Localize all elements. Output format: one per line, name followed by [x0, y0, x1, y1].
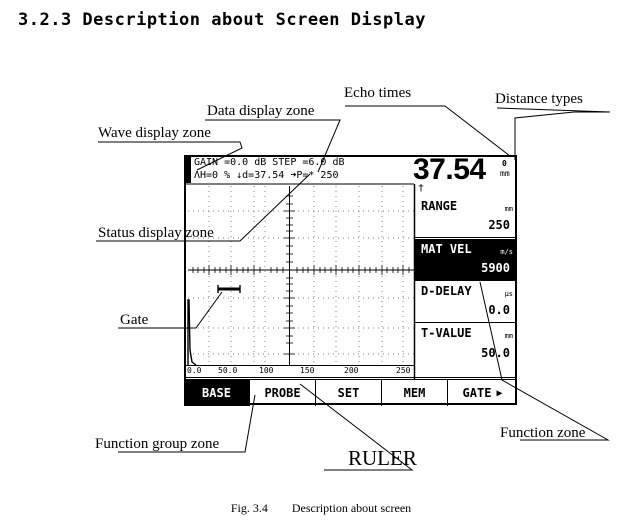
scale-label: 0.0	[187, 366, 202, 375]
figure-caption: Fig. 3.4 Description about screen	[0, 501, 642, 516]
function-unit: mm	[504, 332, 513, 340]
function-value: 250	[488, 218, 510, 232]
group-button-set[interactable]: SET	[316, 380, 382, 406]
function-unit: m/s	[500, 248, 513, 256]
status-block	[186, 157, 191, 183]
echo-count: 0	[502, 159, 507, 168]
triangle-right-icon: ▶	[496, 387, 503, 399]
function-unit: mm	[504, 205, 513, 213]
scale-label: 100	[259, 366, 274, 375]
scale-label: 200	[344, 366, 359, 375]
label-echo-times: Echo times	[344, 85, 412, 101]
label-ruler: RULER	[348, 446, 417, 470]
group-button-gate[interactable]: GATE ▶	[448, 380, 517, 406]
group-button-probe[interactable]: PROBE	[250, 380, 316, 406]
scale-label: 250	[396, 366, 411, 375]
status-line-2: ΛH=0 % ↓d=37.54 ➜P=* 250	[194, 170, 339, 181]
label-wave-display-zone: Wave display zone	[98, 125, 211, 141]
group-button-base[interactable]: BASE	[184, 380, 250, 406]
function-value: 5900	[481, 261, 510, 275]
function-mat-vel[interactable]: MAT VEL m/s 5900	[415, 239, 516, 281]
scale-label: 50.0	[218, 366, 238, 375]
figure-number: Fig. 3.4	[230, 501, 268, 515]
function-name: T-VALUE	[421, 326, 472, 340]
status-line-1: GAIN =0.0 dB STEP =6.0 dB	[194, 157, 345, 168]
function-name: D-DELAY	[421, 284, 472, 298]
data-display-value: 37.54	[413, 153, 486, 186]
function-group-bar: BASE PROBE SET MEM GATE ▶	[184, 379, 517, 406]
function-range[interactable]: RANGE mm 250	[415, 196, 516, 238]
label-gate: Gate	[120, 312, 149, 328]
gate-marker	[217, 285, 241, 293]
function-name: MAT VEL	[421, 242, 472, 256]
function-d-delay[interactable]: D-DELAY μs 0.0	[415, 281, 516, 323]
label-data-display-zone: Data display zone	[207, 103, 315, 119]
function-unit: μs	[504, 290, 513, 298]
distance-unit: mm	[500, 169, 510, 178]
group-button-mem[interactable]: MEM	[382, 380, 448, 406]
label-distance-types: Distance types	[495, 91, 583, 107]
group-button-label: GATE	[462, 386, 492, 400]
function-value: 50.0	[481, 346, 510, 360]
figure-caption-text: Description about screen	[291, 501, 412, 515]
label-function-group-zone: Function group zone	[95, 436, 220, 452]
page-heading: 3.2.3 Description about Screen Display	[18, 10, 426, 30]
label-status-display-zone: Status display zone	[98, 225, 214, 241]
label-function-zone: Function zone	[500, 425, 586, 441]
marker-icon: †	[418, 183, 425, 194]
function-name: RANGE	[421, 199, 458, 213]
function-value: 0.0	[488, 303, 510, 317]
scale-label: 150	[300, 366, 315, 375]
function-t-value[interactable]: T-VALUE mm 50.0	[415, 323, 516, 365]
echo-signal	[187, 299, 197, 366]
